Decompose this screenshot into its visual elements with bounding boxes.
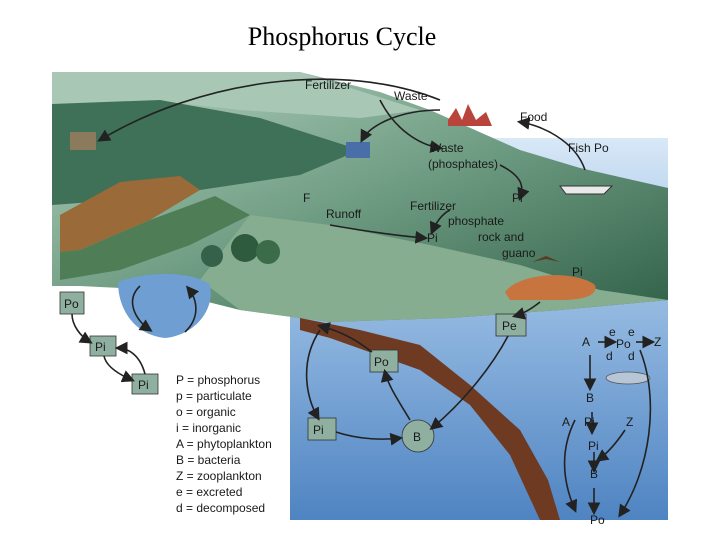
- label-pi-mid: Pi: [512, 191, 523, 205]
- label-food: Food: [520, 110, 547, 124]
- legend-item: p = particulate: [176, 389, 252, 403]
- fish-icon: [606, 372, 650, 384]
- box-label-pe: Pe: [502, 319, 517, 333]
- fishing-boat-icon: [560, 186, 612, 194]
- label-runoff: Runoff: [326, 207, 362, 221]
- box-label-po-sediment: Po: [374, 355, 389, 369]
- label-waste-phosphates-2: (phosphates): [428, 157, 498, 171]
- box-label-po-lake: Po: [64, 297, 79, 311]
- label-fertilizer-top: Fertilizer: [305, 78, 351, 92]
- arrow-pi-to-pi-lower: [104, 356, 132, 380]
- legend-item: A = phytoplankton: [176, 437, 272, 451]
- box-label-pi-bottom: Pi: [313, 423, 324, 437]
- label-pi-runoff: Pi: [427, 231, 438, 245]
- label-pi-rock: Pi: [572, 265, 583, 279]
- ocean-label-a2: A: [562, 415, 570, 429]
- ocean-label-pi1: Pi: [584, 415, 595, 429]
- ocean-label-z1: Z: [654, 335, 661, 349]
- label-f: F: [303, 191, 310, 205]
- label-phosphate-rock-3: guano: [502, 246, 536, 260]
- label-phosphate-rock-1: phosphate: [448, 214, 504, 228]
- ocean-label-a1: A: [582, 335, 590, 349]
- ocean-label-d2: d: [628, 349, 635, 363]
- legend-item: e = excreted: [176, 485, 242, 499]
- lake: [118, 274, 211, 338]
- ocean-label-z2: Z: [626, 415, 633, 429]
- ocean-label-e1: e: [609, 325, 616, 339]
- box-label-pi-lower: Pi: [138, 378, 149, 392]
- ocean-label-b2: B: [590, 467, 598, 481]
- factory-icon: [346, 142, 370, 158]
- city-icon: [448, 104, 492, 126]
- box-label-pi-lake: Pi: [95, 340, 106, 354]
- label-phosphate-rock-2: rock and: [478, 230, 524, 244]
- ocean-label-po-bottom: Po: [590, 513, 605, 527]
- tree-icon: [201, 245, 223, 267]
- legend: P = phosphorus p = particulate o = organ…: [176, 373, 272, 515]
- arrow-pi-lower-to-lake: [118, 348, 145, 374]
- legend-item: o = organic: [176, 405, 236, 419]
- legend-item: B = bacteria: [176, 453, 241, 467]
- tree-icon: [256, 240, 280, 264]
- ocean-label-pi2: Pi: [588, 439, 599, 453]
- label-waste-top: Waste: [394, 89, 428, 103]
- legend-item: P = phosphorus: [176, 373, 260, 387]
- box-label-b-bottom: B: [413, 430, 421, 444]
- ocean-label-e2: e: [628, 325, 635, 339]
- ocean-label-b1: B: [586, 391, 594, 405]
- legend-item: d = decomposed: [176, 501, 265, 515]
- arrow-po-to-pi-lake: [72, 314, 90, 342]
- farmhouse-icon: [70, 132, 96, 150]
- legend-item: Z = zooplankton: [176, 469, 262, 483]
- label-fertilizer-mid: Fertilizer: [410, 199, 456, 213]
- label-fish-po: Fish Po: [568, 141, 609, 155]
- ocean-label-d1: d: [606, 349, 613, 363]
- legend-item: i = inorganic: [176, 421, 241, 435]
- label-waste-phosphates-1: Waste: [430, 141, 464, 155]
- tree-icon: [231, 234, 259, 262]
